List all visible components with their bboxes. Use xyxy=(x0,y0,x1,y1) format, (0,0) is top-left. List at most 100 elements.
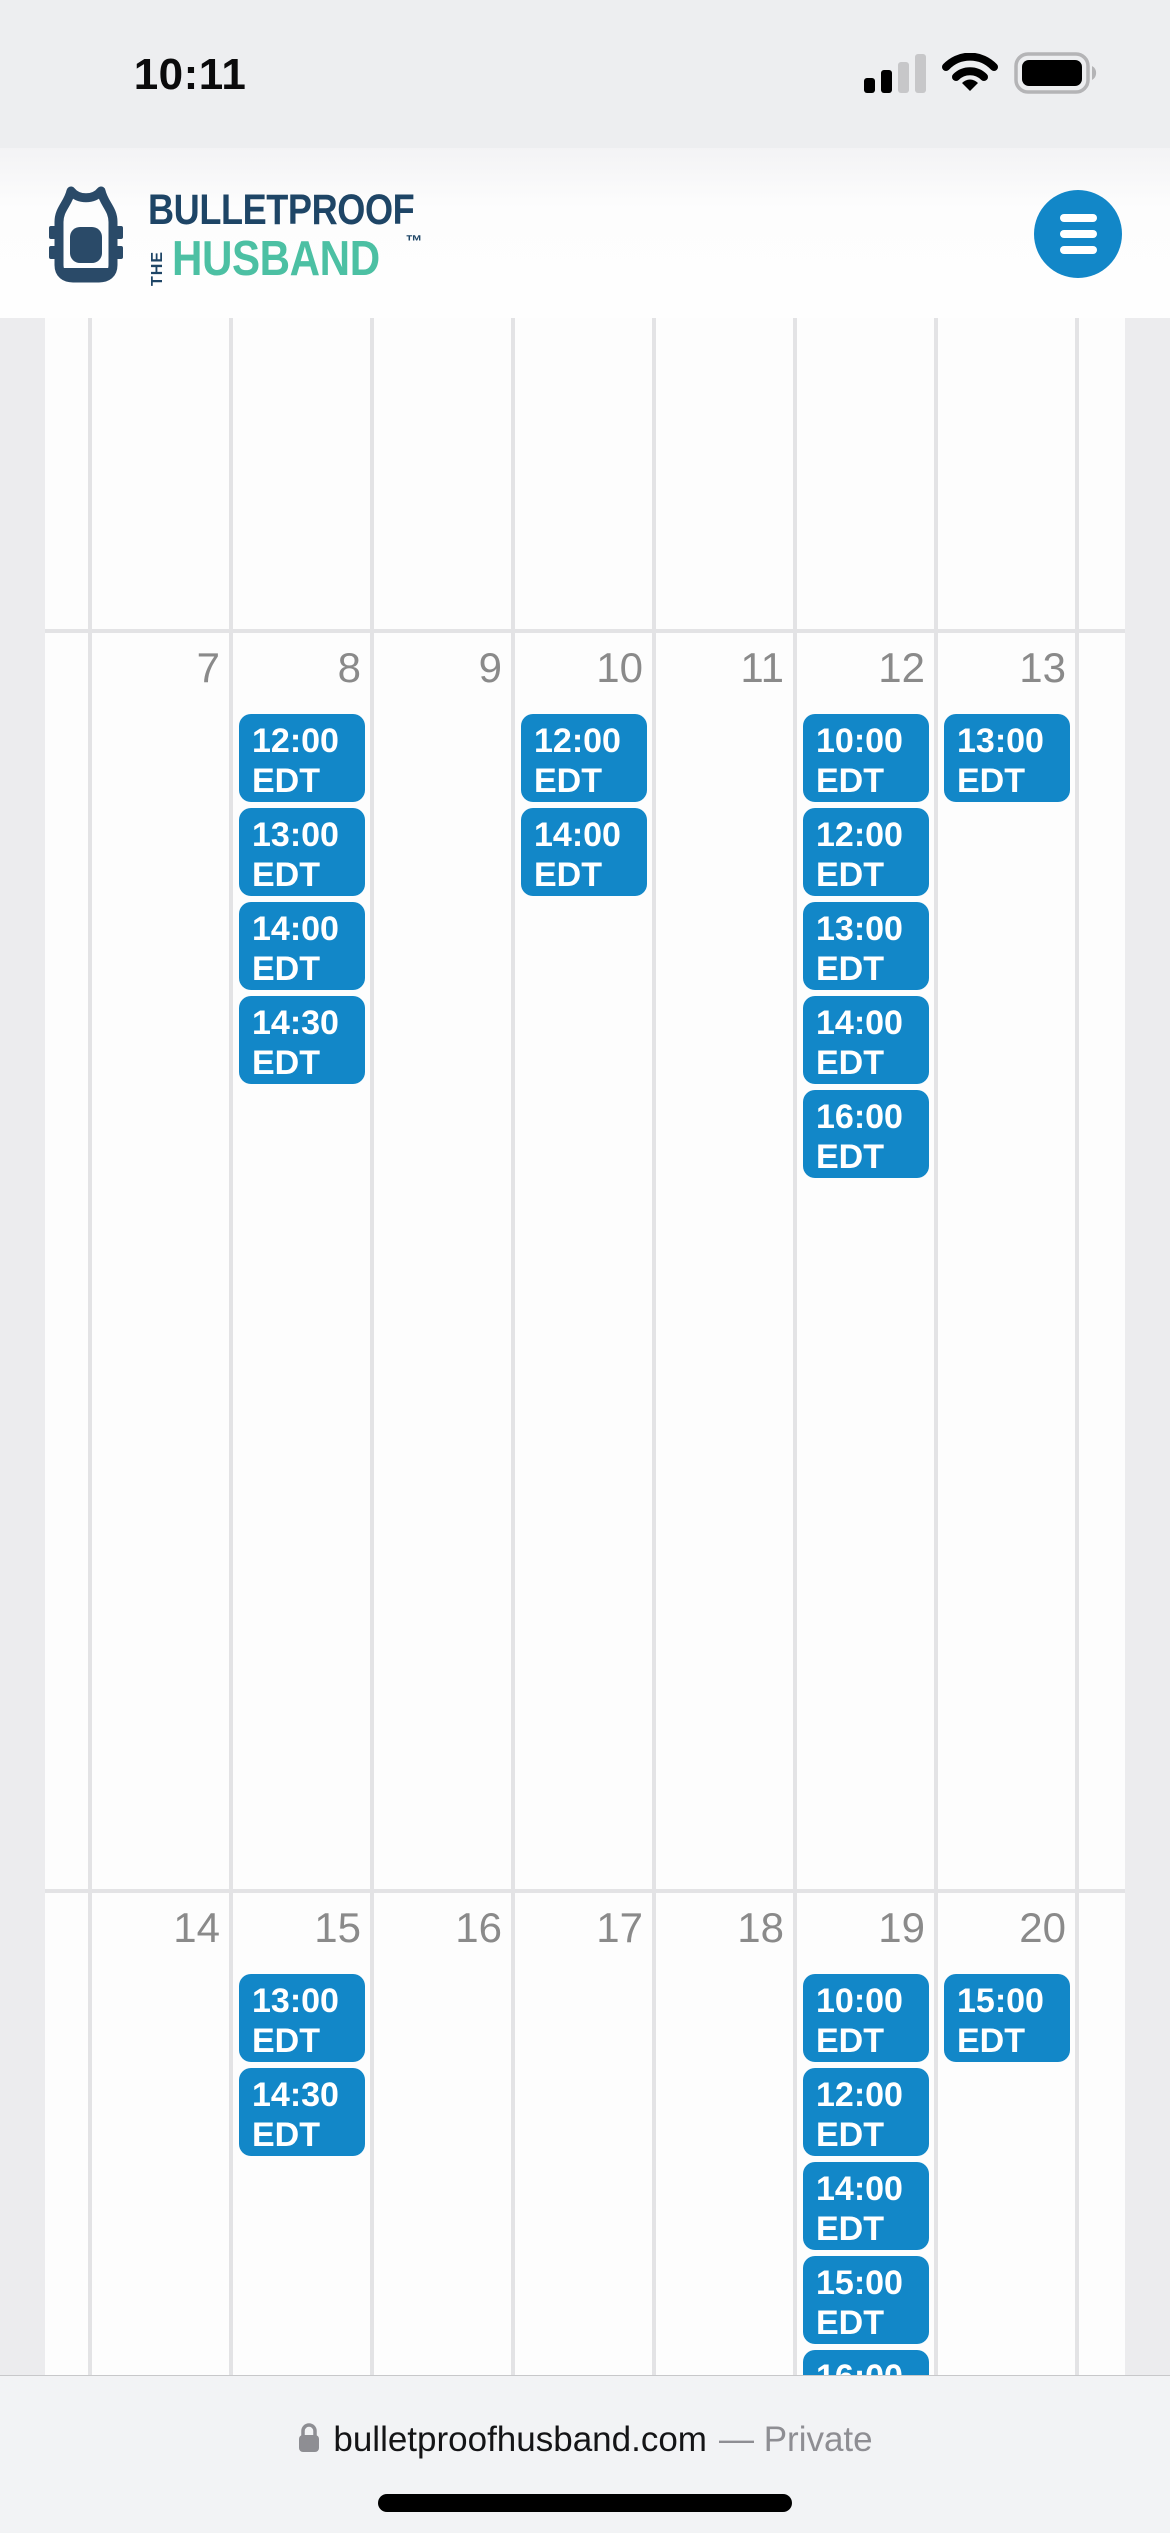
time-slot-button-8-12:00[interactable]: 12:00 EDT xyxy=(239,714,365,802)
time-slot-button-12-16:00[interactable]: 16:00 EDT xyxy=(803,1090,929,1178)
site-logo[interactable]: BULLETPROOF THE HUSBAND ™ xyxy=(46,184,465,289)
day-number xyxy=(92,318,229,386)
brand-text-the: THE xyxy=(149,250,166,286)
slot-timezone-label: EDT xyxy=(816,855,884,894)
time-slot-button-8-14:30[interactable]: 14:30 EDT xyxy=(239,996,365,1084)
time-slot-button-10-12:00[interactable]: 12:00 EDT xyxy=(521,714,647,802)
time-slot-button-15-13:00[interactable]: 13:00 EDT xyxy=(239,1974,365,2062)
slot-time-label: 10:00 xyxy=(816,1981,903,2020)
day-events: 12:00 EDT 14:00 EDT xyxy=(515,714,652,896)
day-events: 10:00 EDT 12:00 EDT 13:00 EDT 14:00 EDT … xyxy=(797,714,934,1178)
site-header: BULLETPROOF THE HUSBAND ™ xyxy=(0,148,1170,318)
day-cell-7: 7 xyxy=(92,633,229,1889)
day-cell-10: 10 12:00 EDT 14:00 EDT xyxy=(515,633,652,1889)
time-slot-button-20-15:00[interactable]: 15:00 EDT xyxy=(944,1974,1070,2062)
time-slot-button-19-16:00[interactable]: 16:00 EDT xyxy=(803,2350,929,2375)
wifi-icon xyxy=(942,52,998,98)
time-slot-button-12-14:00[interactable]: 14:00 EDT xyxy=(803,996,929,1084)
day-cell-15: 15 13:00 EDT 14:30 EDT xyxy=(233,1893,370,2375)
calendar: 7 8 12:00 EDT 13:00 EDT 14:00 EDT 14:30 … xyxy=(0,318,1170,2375)
day-cell-13: 13 13:00 EDT xyxy=(938,633,1075,1889)
slot-timezone-label: EDT xyxy=(957,761,1025,800)
time-slot-button-8-13:00[interactable]: 13:00 EDT xyxy=(239,808,365,896)
slot-timezone-label: EDT xyxy=(252,761,320,800)
slot-time-label: 13:00 xyxy=(957,721,1044,760)
bulletproof-vest-icon xyxy=(46,184,126,289)
slot-timezone-label: EDT xyxy=(816,2115,884,2154)
slot-timezone-label: EDT xyxy=(957,2021,1025,2060)
slot-timezone-label: EDT xyxy=(534,855,602,894)
edge-cell-right xyxy=(1079,1893,1125,2375)
time-slot-button-19-15:00[interactable]: 15:00 EDT xyxy=(803,2256,929,2344)
day-number: 19 xyxy=(878,1904,925,1951)
day-number xyxy=(233,318,370,386)
day-cell-18: 18 xyxy=(656,1893,793,2375)
home-indicator[interactable] xyxy=(378,2494,792,2512)
slot-time-label: 16:00 xyxy=(816,2357,929,2376)
status-bar-icons xyxy=(864,52,1098,99)
day-events: 13:00 EDT 14:30 EDT xyxy=(233,1974,370,2156)
slot-timezone-label: EDT xyxy=(816,2021,884,2060)
day-cell-9: 9 xyxy=(374,633,511,1889)
day-number xyxy=(374,318,511,386)
lock-icon xyxy=(297,2422,321,2459)
day-number: 11 xyxy=(740,644,784,691)
time-slot-button-12-12:00[interactable]: 12:00 EDT xyxy=(803,808,929,896)
slot-timezone-label: EDT xyxy=(816,1043,884,1082)
slot-timezone-label: EDT xyxy=(816,949,884,988)
slot-time-label: 13:00 xyxy=(252,1981,339,2020)
time-slot-button-12-10:00[interactable]: 10:00 EDT xyxy=(803,714,929,802)
day-cell-w0d0 xyxy=(92,318,229,629)
edge-cell-left xyxy=(45,1893,88,2375)
brand-text-bulletproof: BULLETPROOF xyxy=(148,185,415,234)
day-number: 8 xyxy=(337,644,361,691)
day-events: 13:00 EDT xyxy=(938,714,1075,802)
time-slot-button-19-12:00[interactable]: 12:00 EDT xyxy=(803,2068,929,2156)
slot-timezone-label: EDT xyxy=(252,1043,320,1082)
time-slot-button-19-10:00[interactable]: 10:00 EDT xyxy=(803,1974,929,2062)
battery-icon xyxy=(1014,52,1098,99)
day-number: 18 xyxy=(737,1904,784,1951)
time-slot-button-13-13:00[interactable]: 13:00 EDT xyxy=(944,714,1070,802)
day-cell-20: 20 15:00 EDT xyxy=(938,1893,1075,2375)
day-number: 20 xyxy=(1019,1904,1066,1951)
slot-timezone-label: EDT xyxy=(816,1137,884,1176)
slot-time-label: 14:30 xyxy=(252,1003,339,1042)
day-cell-14: 14 xyxy=(92,1893,229,2375)
day-cell-12: 12 10:00 EDT 12:00 EDT 13:00 EDT 14:00 E… xyxy=(797,633,934,1889)
day-number xyxy=(797,318,934,386)
menu-button[interactable] xyxy=(1034,190,1122,278)
brand-wordmark: BULLETPROOF THE HUSBAND ™ xyxy=(148,188,465,286)
day-cell-16: 16 xyxy=(374,1893,511,2375)
day-events: 15:00 EDT xyxy=(938,1974,1075,2062)
day-cell-11: 11 xyxy=(656,633,793,1889)
slot-timezone-label: EDT xyxy=(816,761,884,800)
slot-timezone-label: EDT xyxy=(816,2209,884,2248)
cellular-signal-icon xyxy=(864,53,926,98)
day-number: 16 xyxy=(455,1904,502,1951)
day-cell-19: 19 10:00 EDT 12:00 EDT 14:00 EDT 15:00 E… xyxy=(797,1893,934,2375)
slot-time-label: 14:00 xyxy=(534,815,621,854)
calendar-grid: 7 8 12:00 EDT 13:00 EDT 14:00 EDT 14:30 … xyxy=(45,318,1125,2375)
day-number: 17 xyxy=(596,1904,643,1951)
slot-time-label: 10:00 xyxy=(816,721,903,760)
trademark-symbol: ™ xyxy=(405,231,423,251)
day-events: 12:00 EDT 13:00 EDT 14:00 EDT 14:30 EDT xyxy=(233,714,370,1084)
edge-cell-left xyxy=(45,633,88,1889)
slot-time-label: 14:00 xyxy=(816,1003,903,1042)
time-slot-button-12-13:00[interactable]: 13:00 EDT xyxy=(803,902,929,990)
day-cell-w0d3 xyxy=(515,318,652,629)
day-number xyxy=(515,318,652,386)
day-number: 10 xyxy=(596,644,643,691)
edge-cell-right xyxy=(1079,633,1125,1889)
day-events: 10:00 EDT 12:00 EDT 14:00 EDT 15:00 EDT … xyxy=(797,1974,934,2375)
time-slot-button-19-14:00[interactable]: 14:00 EDT xyxy=(803,2162,929,2250)
day-cell-w0d1 xyxy=(233,318,370,629)
slot-time-label: 12:00 xyxy=(816,2075,903,2114)
slot-time-label: 14:30 xyxy=(252,2075,339,2114)
time-slot-button-15-14:30[interactable]: 14:30 EDT xyxy=(239,2068,365,2156)
status-bar-time: 10:11 xyxy=(133,50,247,99)
day-number: 9 xyxy=(478,644,502,691)
time-slot-button-8-14:00[interactable]: 14:00 EDT xyxy=(239,902,365,990)
time-slot-button-10-14:00[interactable]: 14:00 EDT xyxy=(521,808,647,896)
